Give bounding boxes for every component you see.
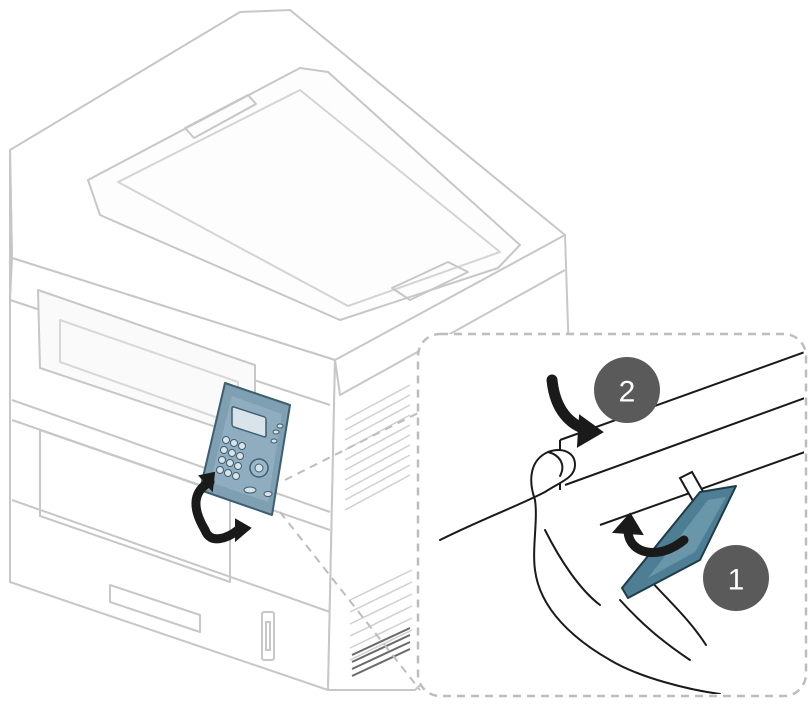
- panel-rails: [559, 351, 804, 526]
- control-panel-keypad: [216, 436, 246, 480]
- document-feeder-tray: [87, 67, 521, 321]
- side-vents: [344, 384, 413, 661]
- step-number-2: 2: [619, 376, 636, 409]
- lift-arrow-icon: [611, 512, 689, 557]
- paper-tray: [39, 429, 231, 583]
- paper-level-indicator: [261, 611, 275, 661]
- press-down-arrow-icon: [546, 374, 604, 448]
- step-badge-2: 2: [594, 357, 660, 423]
- step-number-1: 1: [728, 564, 745, 597]
- control-panel: [199, 382, 291, 516]
- bottom-vent-slots: [351, 627, 411, 677]
- detach-arrow-icon: [191, 471, 252, 544]
- control-panel-display: [231, 406, 267, 438]
- detail-view-border: [416, 332, 808, 698]
- step-badge-1: 1: [703, 545, 769, 611]
- detail-view-panel: 2 1: [416, 332, 808, 698]
- hand-illustration: [439, 449, 721, 694]
- zoom-guide-lines: [279, 411, 421, 691]
